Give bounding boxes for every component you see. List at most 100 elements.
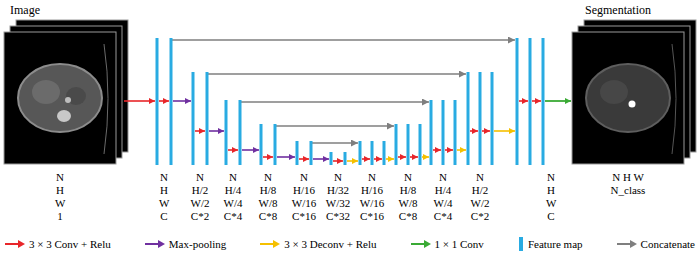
deconv-arrow [386,158,394,160]
legend-item: Concatenate [616,237,695,251]
tensor-shape-label: N H W 1 [55,171,65,223]
legend-text: 1 × 1 Conv [435,237,484,251]
feature-map [192,72,195,165]
legend-swatch [616,239,638,249]
maxpool-arrows [173,101,329,159]
feature-map [260,124,263,165]
arrow-swatch-line [411,243,425,245]
concatenate-arrow [208,73,466,74]
legend-text: Feature map [528,237,583,251]
conv-arrow [362,158,370,160]
conv-arrows [124,101,541,161]
legend-text: Concatenate [641,237,695,251]
feature-map [454,100,457,165]
feature-map [239,100,242,165]
tensor-shape-label: N H/2 W/2 C*2 [191,171,210,223]
conv-arrow [482,130,490,132]
ct-body [586,64,670,132]
conv-arrow [532,100,541,102]
feature-map [442,100,445,165]
conv-arrow [159,100,169,102]
feature-map [491,72,494,165]
feature-map [344,152,347,165]
ct-table [104,44,108,154]
legend-text: 3 × 3 Conv + Relu [29,237,111,251]
tensor-shape-label: N H W C [159,171,169,223]
feature-map [225,100,228,165]
legend-swatch [4,239,26,249]
ct-organ [600,80,628,104]
tensor-shape-label: N H W N_class [611,171,646,197]
legend-swatch [259,239,281,249]
stack-heading: Image [10,3,40,17]
deconv-arrow [494,130,515,132]
concatenate-arrow [312,142,358,143]
legend-item: 3 × 3 Conv + Relu [4,237,111,251]
image-stack: Segmentation [570,0,699,168]
conv-arrow [228,149,238,151]
feature-maps [156,38,545,165]
feature-map [310,141,313,165]
arrow-swatch-line [5,243,19,245]
arrow-swatch-line [617,243,631,245]
tensor-shape-label: N H/2 W/2 C*2 [471,171,490,223]
feature-map [407,124,410,165]
feature-map [529,38,532,165]
deconv-arrow [347,160,358,162]
ct-vessel [65,97,71,103]
arrow-swatch-head [273,240,280,248]
conv1x1-arrow [545,100,571,102]
tensor-shape-label: N H/16 W/16 C*16 [360,171,384,223]
image-stack: Image [0,0,132,168]
conv-arrow [124,100,155,102]
feature-map [395,124,398,165]
tensor-shape-label: N H/16 W/16 C*16 [292,171,316,223]
ct-organ [32,80,60,104]
feature-map [467,72,470,165]
tensor-shape-label: N H/32 W/32 C*32 [326,171,350,223]
feature-map [479,72,482,165]
ct-spine [57,110,71,122]
legend-item: 1 × 1 Conv [410,237,484,251]
legend-swatch [517,236,525,252]
conv-arrow [263,156,273,158]
maxpool-arrow [277,156,295,158]
conv-arrow [398,156,406,158]
feature-map [274,124,277,165]
feature-map [430,100,433,165]
feature-map [330,152,333,165]
concatenate-arrows [172,40,515,143]
conv-arrow [433,149,441,151]
feature-map [296,141,299,165]
deconv-arrows [347,131,515,161]
maxpool-arrow [173,100,191,102]
tensor-shape-label: N H/4 W/4 C*4 [224,171,243,223]
maxpool-arrow [313,158,329,160]
arrow-swatch-line [145,243,159,245]
conv-arrow [470,130,478,132]
feature-map [371,141,374,165]
feature-map [359,141,362,165]
arrow-swatch-head [630,240,637,248]
legend-swatch [410,239,432,249]
feature-map [516,38,519,165]
arrow-swatch-line [260,243,274,245]
legend-swatch [144,239,166,249]
tensor-shape-label: N H/4 W/4 C*4 [434,171,453,223]
image-card [4,32,116,164]
conv-arrow [333,160,343,162]
legend-item: Feature map [517,236,583,252]
maxpool-arrow [242,149,259,151]
feature-map [542,38,545,165]
arrow-swatch-head [424,240,431,248]
image-card [572,32,684,164]
ct-table [672,44,676,154]
concatenate-arrow [241,101,429,102]
feature-map [156,38,159,165]
legend-text: 3 × 3 Deconv + Relu [284,237,376,251]
tensor-shape-label: N H/8 W/8 C*8 [399,171,418,223]
tensor-shape-label: N H/8 W/8 C*8 [259,171,278,223]
arrow-swatch-head [18,240,25,248]
